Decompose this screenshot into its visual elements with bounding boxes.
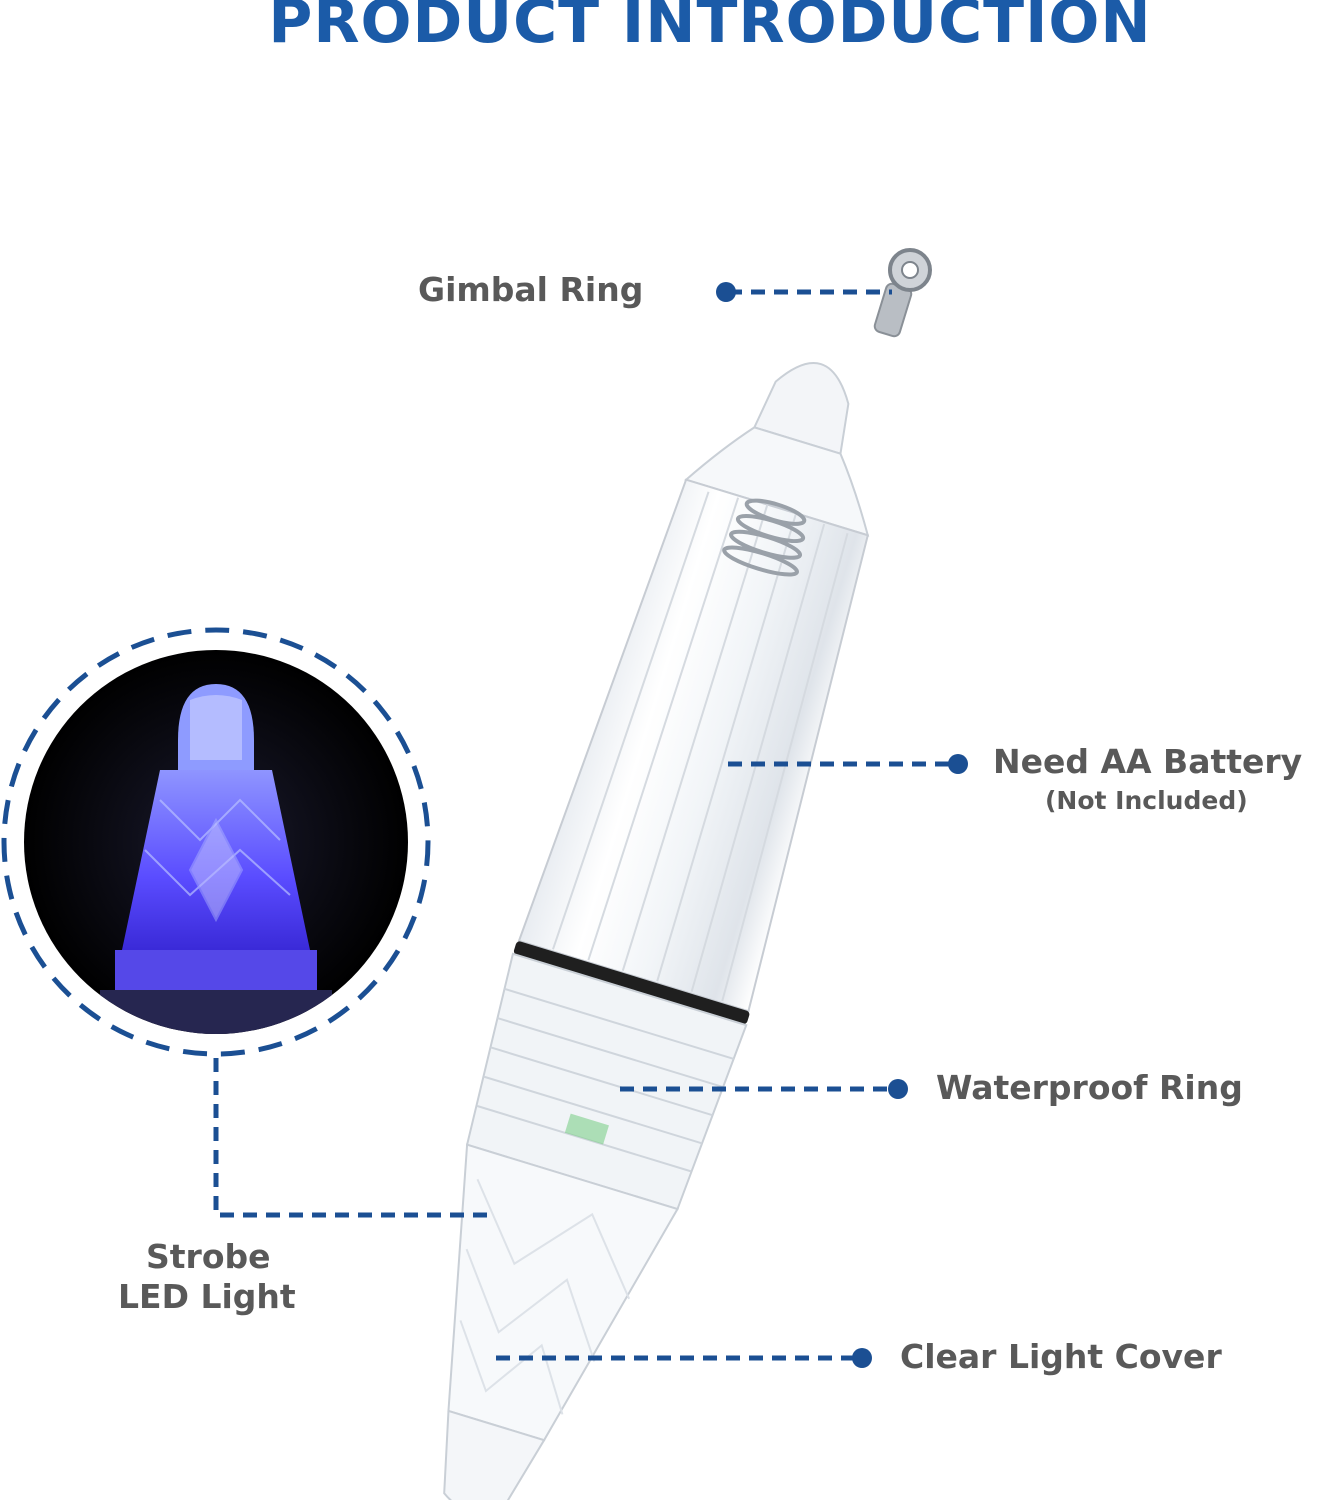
leader-dots [716,282,968,1368]
lure-body [443,362,870,1500]
waterproof-ring-label: Waterproof Ring [936,1068,1243,1107]
ring-eye-icon [873,248,932,338]
gimbal-ring-label: Gimbal Ring [418,270,644,309]
led-inset-icon [1,627,431,1057]
strobe-label-line1: Strobe [146,1237,271,1276]
battery-label: Need AA Battery [993,742,1303,781]
leader-lines [213,289,958,1361]
clear-cover-label: Clear Light Cover [900,1337,1222,1376]
strobe-label-line2: LED Light [118,1277,296,1316]
page-title: PRODUCT INTRODUCTION [268,0,1152,57]
battery-note-label: (Not Included) [1045,786,1248,815]
